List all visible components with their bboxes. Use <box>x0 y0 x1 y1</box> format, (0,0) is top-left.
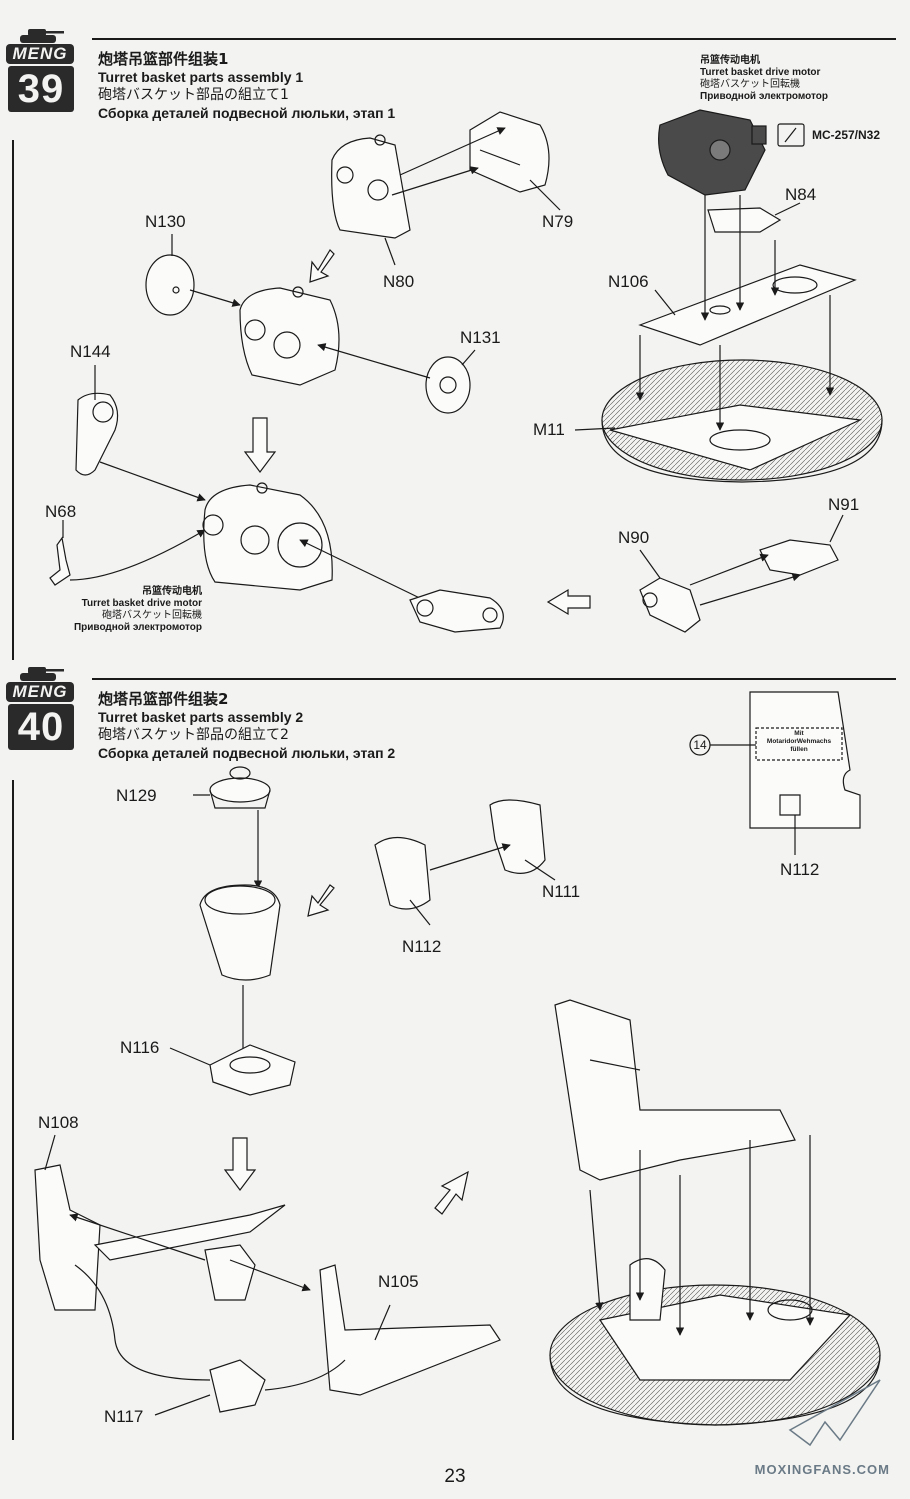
label-n129: N129 <box>116 786 157 805</box>
title-ru: Сборка деталей подвесной люльки, этап 2 <box>98 745 396 761</box>
part-n111-drawing <box>489 799 546 874</box>
title-zh: 炮塔吊篮部件组装1 <box>98 50 229 68</box>
label-n91: N91 <box>828 495 860 514</box>
paint-code: MC-257/N32 <box>812 128 881 142</box>
label-n144: N144 <box>70 342 111 361</box>
part-n144-drawing <box>75 392 119 476</box>
part-n91-drawing <box>759 539 839 576</box>
title-ja: 砲塔バスケット部品の組立て1 <box>98 87 289 103</box>
paint-box <box>777 123 805 147</box>
label-n131: N131 <box>460 328 501 347</box>
motor-caption-ru: Приводной электромотор <box>73 622 202 633</box>
motor-caption-top: 吊篮传动电机 Turret basket drive motor 砲塔バスケット… <box>650 55 850 103</box>
title-ru: Сборка деталей подвесной люльки, этап 1 <box>98 105 396 121</box>
step-number: 39 <box>8 66 74 112</box>
part-n131-drawing <box>425 356 471 414</box>
label-n105: N105 <box>378 1272 419 1291</box>
label-n108: N108 <box>38 1113 79 1132</box>
title-en: Turret basket parts assembly 1 <box>98 69 304 85</box>
motor-caption-ru: Приводной электромотор <box>700 91 829 102</box>
step39-title: 炮塔吊篮部件组装1 Turret basket parts assembly 1… <box>98 50 395 122</box>
decal-box-drawing <box>689 691 861 855</box>
label-n116: N116 <box>120 1038 160 1057</box>
brand-logo: MENG <box>6 682 74 702</box>
label-n84: N84 <box>785 185 817 204</box>
label-n68: N68 <box>45 502 77 521</box>
mini-motor-drawing <box>204 1244 256 1301</box>
part-m11-drawing <box>601 359 883 483</box>
label-n80: N80 <box>383 272 415 291</box>
label-n112-a: N112 <box>402 937 442 956</box>
decal-text-line1: Mit <box>794 730 804 737</box>
part-n90-drawing <box>639 577 701 633</box>
decal-text-line3: füllen <box>790 746 808 753</box>
label-n112-b: N112 <box>780 860 820 879</box>
step-number: 40 <box>8 704 74 750</box>
part-n105-drawing <box>319 1264 501 1396</box>
label-n111: N111 <box>542 882 581 901</box>
title-zh: 炮塔吊篮部件组装2 <box>98 690 229 708</box>
motor-caption-en: Turret basket drive motor <box>700 67 821 78</box>
decal-number: 14 <box>693 738 707 752</box>
part-n108-drawing <box>34 1164 101 1311</box>
tank-logo-icon <box>20 667 64 681</box>
step39-badge: MENG 39 <box>4 26 78 114</box>
step39-left-rule <box>12 140 14 660</box>
brush-icon <box>784 127 797 143</box>
part-n80-drawing <box>331 134 411 239</box>
motor-caption-zh: 吊篮传动电机 <box>700 55 760 66</box>
part-n68-drawing <box>49 536 71 586</box>
label-n117: N117 <box>104 1407 144 1426</box>
gearbox-assembled-drawing <box>202 482 333 591</box>
motor-caption-ja: 砲塔バスケット回転機 <box>102 610 202 621</box>
part-n129-drawing <box>209 766 271 809</box>
brand-logo: MENG <box>6 44 74 64</box>
title-en: Turret basket parts assembly 2 <box>98 709 304 725</box>
part-n116-drawing <box>209 1044 296 1096</box>
label-n106: N106 <box>608 272 649 291</box>
page-number: 23 <box>444 1466 466 1487</box>
drive-motor-drawing <box>409 589 504 633</box>
assembled-frame-drawing <box>554 999 796 1181</box>
title-ja: 砲塔バスケット部品の組立て2 <box>98 727 289 743</box>
step40-badge: MENG 40 <box>4 664 78 752</box>
step39-top-rule <box>92 38 896 40</box>
top-motor-drawing <box>658 109 767 196</box>
motor-caption-en: Turret basket drive motor <box>81 598 202 609</box>
motor-caption-bottom: 吊篮传动电机 Turret basket drive motor 砲塔バスケット… <box>40 586 202 634</box>
label-n90: N90 <box>618 528 650 547</box>
watermark-plane-icon <box>788 1379 881 1447</box>
decal-text: Mit MotaridorWehmachs füllen <box>756 730 842 754</box>
step40-left-rule <box>12 780 14 1440</box>
motor-caption-zh: 吊篮传动电机 <box>142 586 202 597</box>
part-n130-drawing <box>145 254 195 316</box>
watermark-text: MOXINGFANS.COM <box>754 1462 890 1477</box>
part-n112-drawing <box>374 836 431 910</box>
assembled-floor-drawing <box>549 1258 881 1426</box>
label-m11: M11 <box>533 420 565 439</box>
motor-caption-ja: 砲塔バスケット回転機 <box>700 79 800 90</box>
part-n117-drawing <box>209 1359 266 1413</box>
part-n84-drawing <box>707 207 782 233</box>
part-n79-drawing <box>469 111 550 193</box>
gearbox-middle-drawing <box>239 286 340 386</box>
part-n106-drawing <box>638 264 857 346</box>
step40-title: 炮塔吊篮部件组装2 Turret basket parts assembly 2… <box>98 690 395 762</box>
label-n79: N79 <box>542 212 574 231</box>
label-n130: N130 <box>145 212 186 231</box>
cup-part-drawing <box>199 884 281 981</box>
tank-logo-icon <box>20 29 64 43</box>
decal-text-line2: MotaridorWehmachs <box>766 738 832 745</box>
step40-top-rule <box>92 678 896 680</box>
